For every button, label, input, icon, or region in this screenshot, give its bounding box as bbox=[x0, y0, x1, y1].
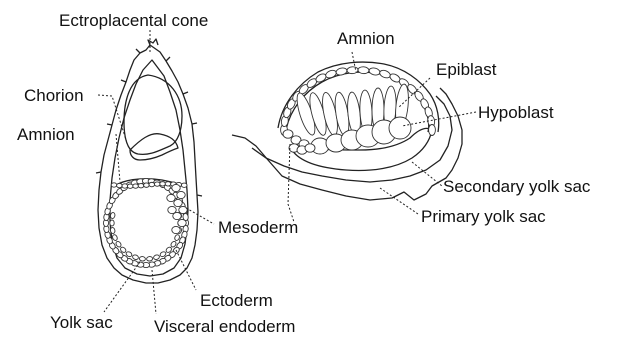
endoderm-cell bbox=[139, 256, 145, 261]
amnion-cell bbox=[149, 182, 155, 186]
amnion-cell bbox=[379, 69, 392, 79]
label-visceral-endoderm: Visceral endoderm bbox=[154, 318, 295, 335]
chorion-fold bbox=[130, 134, 178, 160]
amnion-cell bbox=[429, 125, 436, 136]
endoderm-cell bbox=[115, 240, 122, 247]
endoderm-cell bbox=[170, 240, 177, 247]
label-amnion-left: Amnion bbox=[17, 126, 75, 143]
label-epiblast: Epiblast bbox=[436, 61, 496, 78]
endoderm-cell bbox=[110, 212, 116, 219]
amnion-cell bbox=[133, 184, 139, 188]
mesoderm-cell bbox=[168, 206, 176, 213]
right-embryo bbox=[232, 62, 462, 200]
left-embryo bbox=[96, 39, 202, 283]
amnion-cell bbox=[127, 184, 133, 188]
mesoderm-cell bbox=[178, 219, 186, 226]
mesoderm-cell bbox=[179, 206, 187, 213]
amnion-cell bbox=[325, 69, 338, 79]
mesoderm-cell bbox=[167, 194, 175, 201]
amnion-cell bbox=[144, 183, 150, 187]
amnion-cell bbox=[358, 66, 369, 74]
endoderm-cell bbox=[153, 254, 160, 260]
amnion-cell bbox=[117, 183, 123, 187]
mesoderm-cell bbox=[174, 199, 182, 206]
endoderm-cell bbox=[110, 220, 114, 226]
amnion-cell bbox=[154, 182, 160, 186]
hypoblast-cell bbox=[389, 117, 411, 139]
label-hypoblast: Hypoblast bbox=[478, 104, 554, 121]
mesoderm-cell bbox=[305, 144, 315, 152]
mesoderm-cell bbox=[172, 184, 180, 191]
amnion-cell bbox=[111, 183, 117, 187]
label-amnion-right: Amnion bbox=[337, 30, 395, 47]
label-ectoplacental-cone: Ectroplacental cone bbox=[59, 12, 208, 29]
label-ectoderm: Ectoderm bbox=[200, 292, 273, 309]
mesoderm-cell bbox=[283, 130, 293, 138]
mesoderm-cell bbox=[177, 191, 185, 198]
label-yolk-sac: Yolk sac bbox=[50, 314, 113, 331]
amnion-cell bbox=[335, 67, 347, 76]
amnion-cell bbox=[122, 184, 128, 188]
label-secondary-yolk-sac: Secondary yolk sac bbox=[443, 178, 590, 195]
label-mesoderm: Mesoderm bbox=[218, 219, 298, 236]
amnion-cell bbox=[165, 182, 171, 186]
amnion-cell bbox=[181, 183, 187, 187]
amnion-cell bbox=[160, 182, 166, 186]
ectoplacental-chamber bbox=[124, 75, 182, 154]
label-primary-yolk-sac: Primary yolk sac bbox=[421, 208, 546, 225]
amnion-cell bbox=[138, 184, 144, 188]
mesoderm-cell bbox=[172, 226, 180, 233]
label-chorion: Chorion bbox=[24, 87, 84, 104]
endoderm-cell bbox=[146, 256, 152, 261]
endoderm-cell bbox=[132, 254, 139, 260]
amnion-cell bbox=[368, 67, 380, 76]
amnion-cell bbox=[347, 66, 358, 74]
